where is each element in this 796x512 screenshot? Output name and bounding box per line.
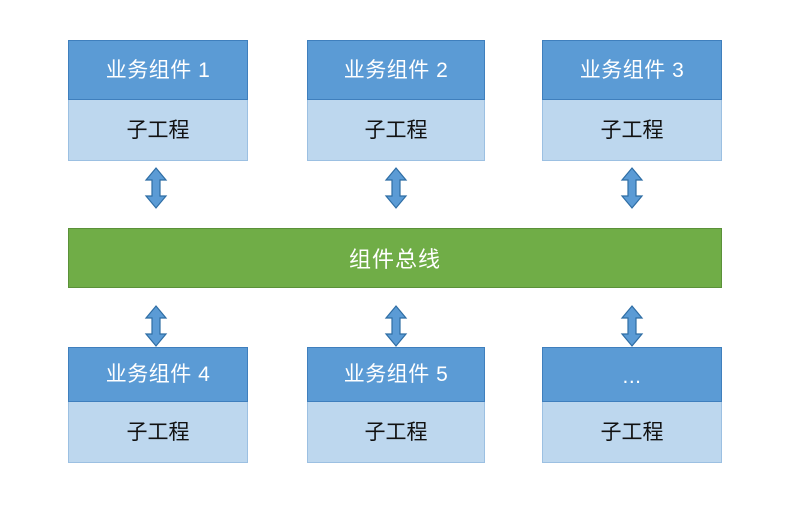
component-subproject-bottom-2: 子工程 xyxy=(307,402,485,463)
component-box-bottom-1[interactable]: 业务组件 4 子工程 xyxy=(68,347,248,463)
component-box-bottom-3[interactable]: ... 子工程 xyxy=(542,347,722,463)
component-box-top-3[interactable]: 业务组件 3 子工程 xyxy=(542,40,722,161)
component-box-bottom-2[interactable]: 业务组件 5 子工程 xyxy=(307,347,485,463)
component-subproject-bottom-1: 子工程 xyxy=(68,402,248,463)
component-bus-bar[interactable]: 组件总线 xyxy=(68,228,722,288)
component-subproject-top-1: 子工程 xyxy=(68,100,248,161)
connector-arrow-bottom-3 xyxy=(620,305,644,347)
component-bus-label: 组件总线 xyxy=(348,247,441,272)
component-title-bottom-2: 业务组件 5 xyxy=(307,347,485,402)
connector-arrow-top-3 xyxy=(620,167,644,209)
component-box-top-1[interactable]: 业务组件 1 子工程 xyxy=(68,40,248,161)
component-title-top-1: 业务组件 1 xyxy=(68,40,248,100)
component-subproject-top-2: 子工程 xyxy=(307,100,485,161)
connector-arrow-bottom-1 xyxy=(144,305,168,347)
component-box-top-2[interactable]: 业务组件 2 子工程 xyxy=(307,40,485,161)
connector-arrow-top-1 xyxy=(144,167,168,209)
connector-arrow-top-2 xyxy=(384,167,408,209)
component-title-top-2: 业务组件 2 xyxy=(307,40,485,100)
component-subproject-top-3: 子工程 xyxy=(542,100,722,161)
component-title-bottom-1: 业务组件 4 xyxy=(68,347,248,402)
component-title-bottom-3: ... xyxy=(542,347,722,402)
connector-arrow-bottom-2 xyxy=(384,305,408,347)
component-title-top-3: 业务组件 3 xyxy=(542,40,722,100)
component-subproject-bottom-3: 子工程 xyxy=(542,402,722,463)
